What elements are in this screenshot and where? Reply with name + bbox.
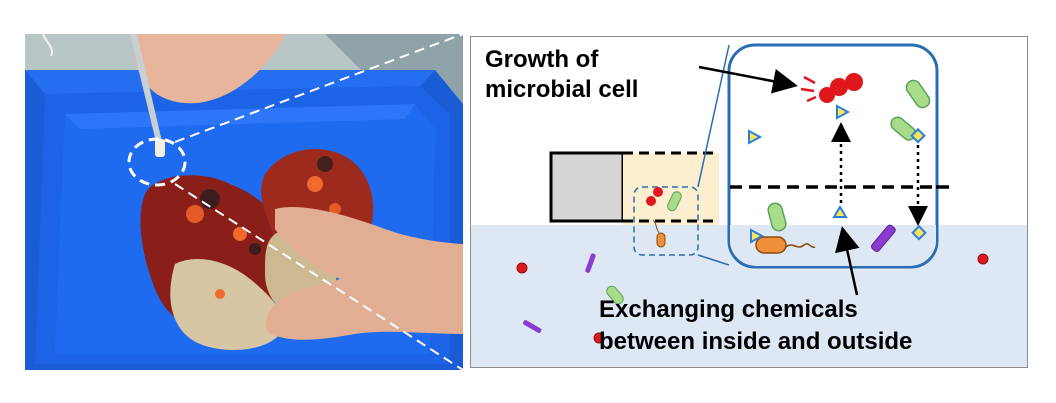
growth-arrow — [698, 65, 798, 94]
exchange-label-line1: Exchanging chemicals — [599, 296, 858, 323]
exchange-label-line2: between inside and outside — [599, 328, 912, 355]
exchange-arrow — [835, 226, 860, 296]
top-hand — [133, 34, 285, 104]
zoom-selection — [633, 186, 699, 256]
photo-panel — [25, 34, 463, 370]
chemicals — [748, 104, 927, 244]
exchange-diagram: Growth of microbial cell Exchanging chem… — [471, 43, 1027, 367]
sponge-photo — [25, 34, 463, 370]
diagram-panel: Growth of microbial cell Exchanging chem… — [470, 36, 1028, 368]
growth-label-line2: microbial cell — [485, 76, 638, 103]
growth-label-line1: Growth of — [485, 46, 599, 73]
sample-highlight-circle — [127, 137, 187, 187]
right-hand — [265, 206, 463, 340]
device-block — [549, 151, 625, 223]
tweezers — [130, 34, 163, 146]
outside-particles — [516, 253, 989, 344]
growing-cells — [800, 73, 863, 103]
